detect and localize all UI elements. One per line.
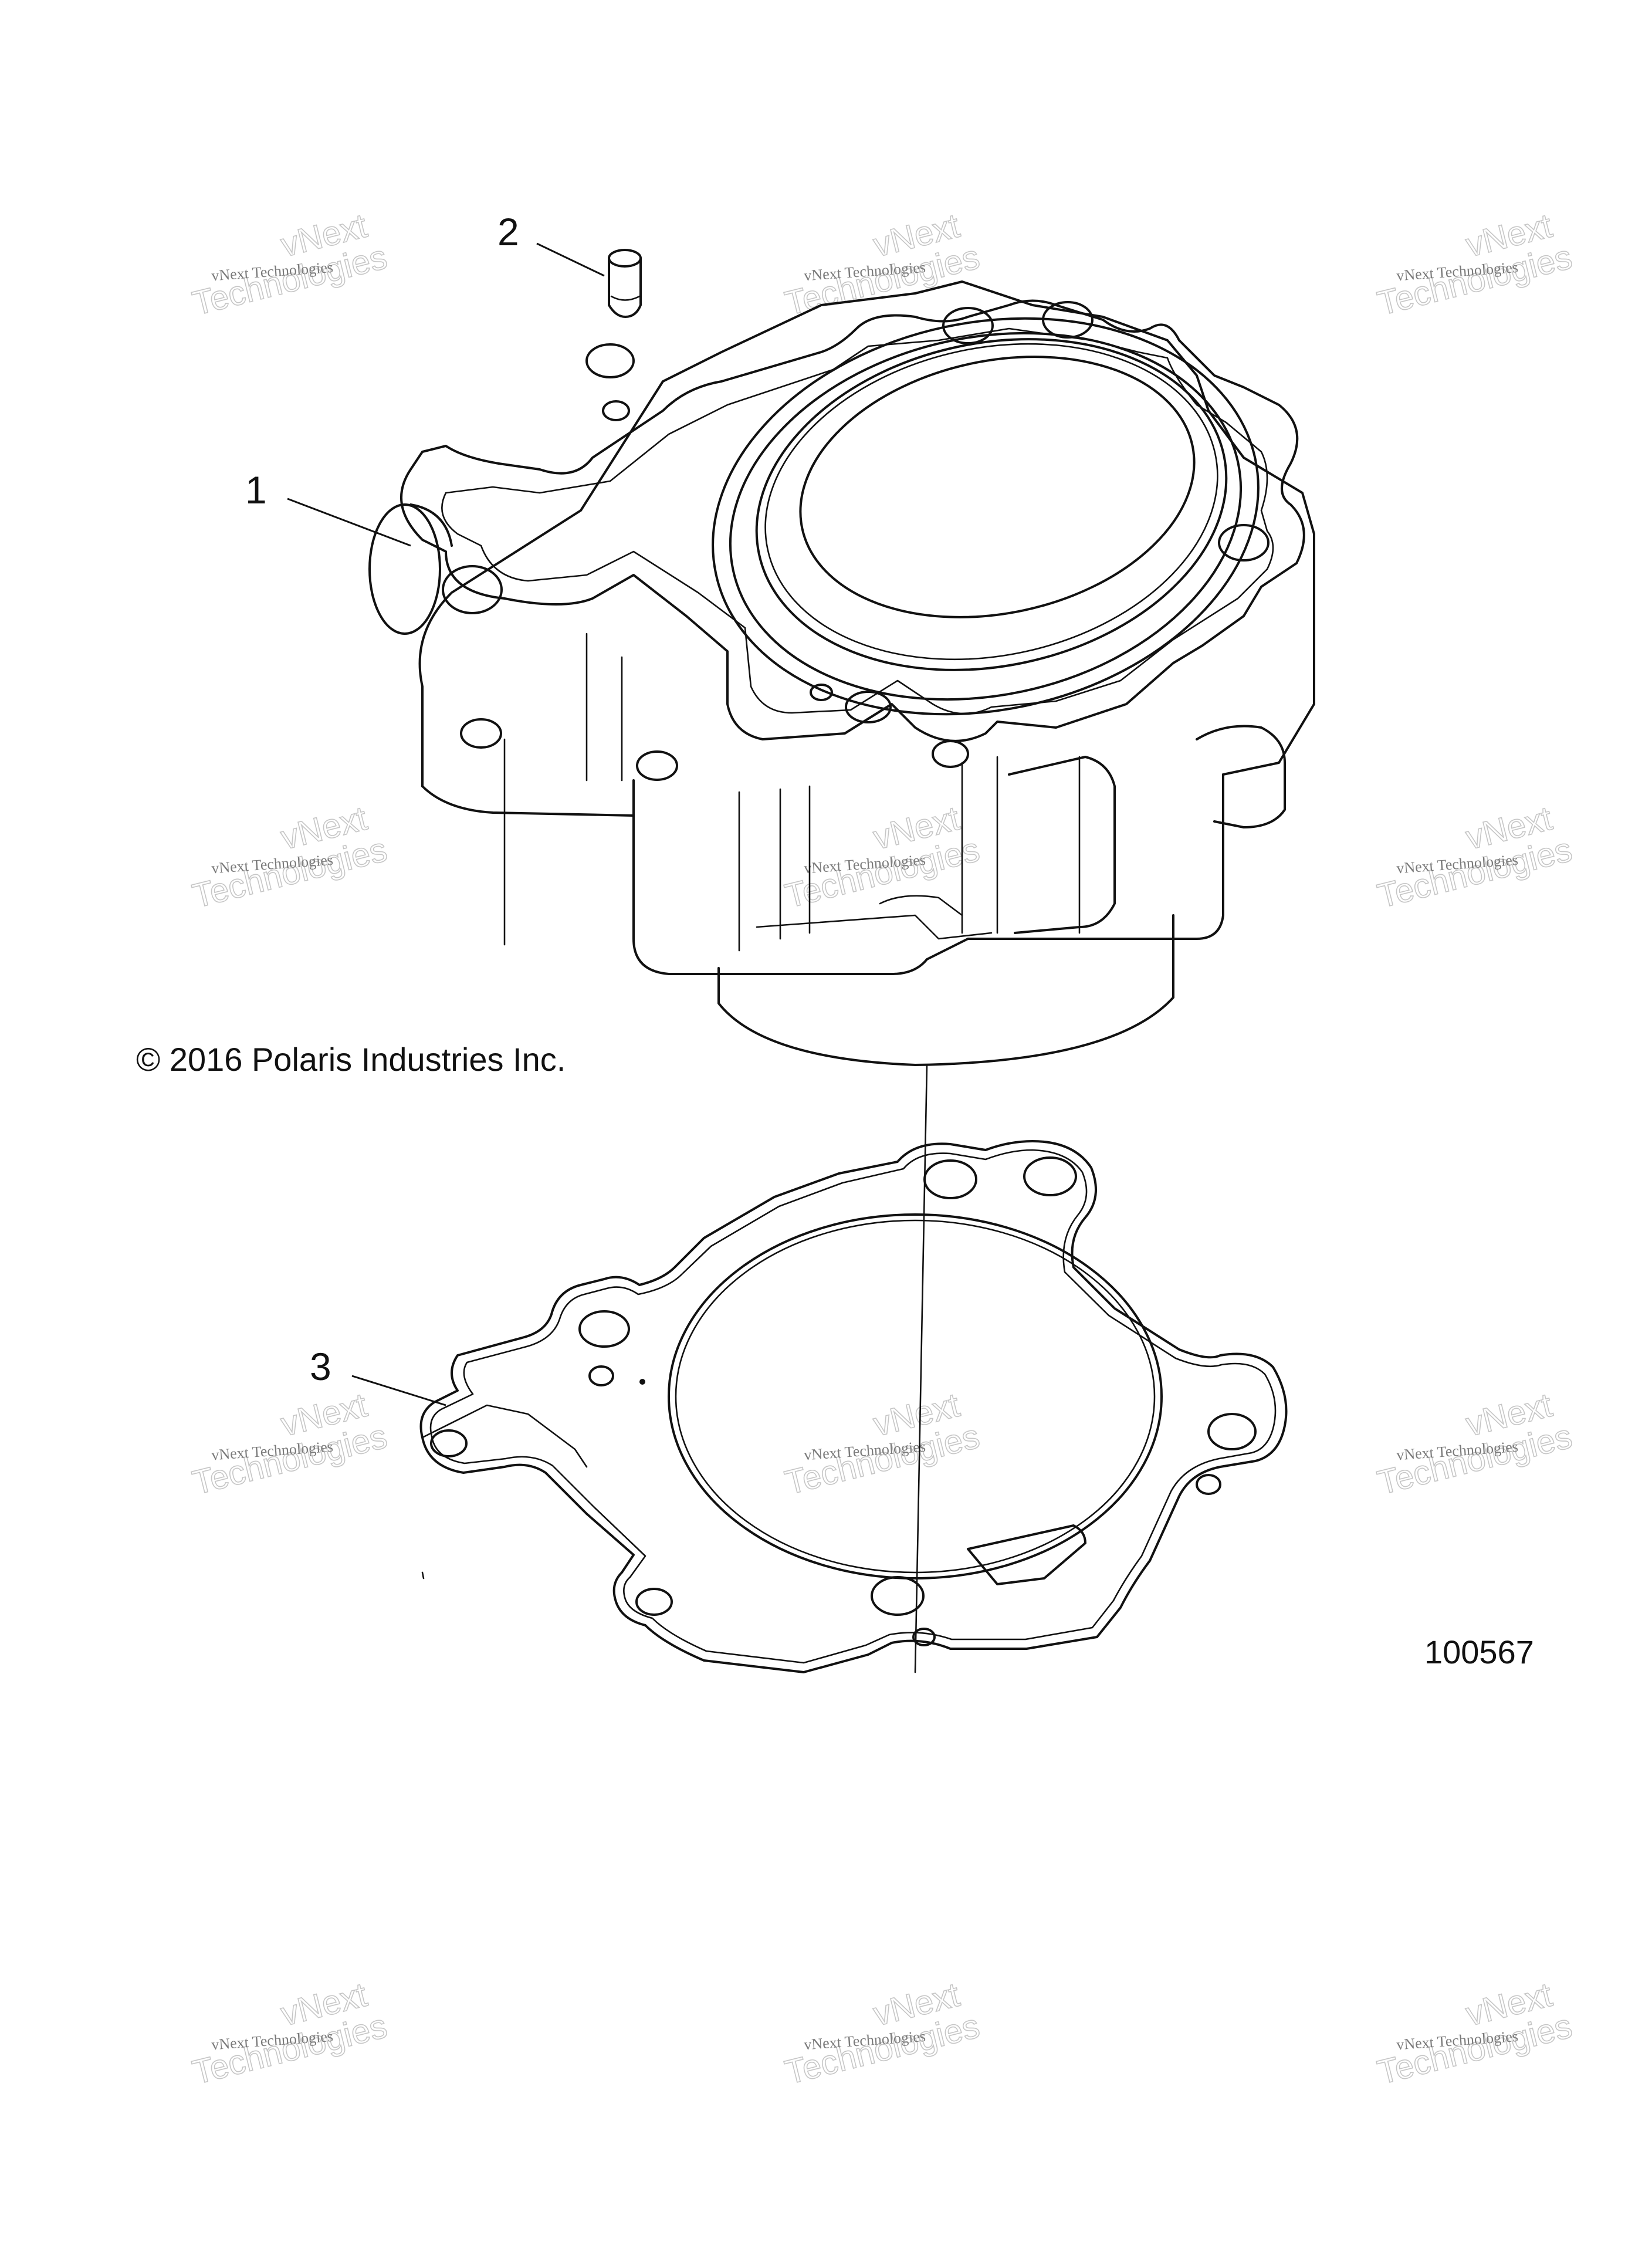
- leader-line-1: [287, 498, 411, 547]
- callout-2: 2: [497, 210, 519, 253]
- callout-3: 3: [310, 1345, 331, 1388]
- copyright-notice: © 2016 Polaris Industries Inc.: [136, 1041, 566, 1078]
- alignment-line-dash: [421, 1571, 425, 1579]
- cylinder-part-1: [368, 280, 1315, 1066]
- dowel-pin-part-2: [608, 249, 642, 318]
- leader-line-3: [351, 1375, 446, 1406]
- leader-line-2: [536, 242, 605, 277]
- drawing-number: 100567: [1424, 1633, 1534, 1670]
- alignment-line: [914, 1064, 928, 1673]
- callout-1: 1: [245, 468, 267, 512]
- base-gasket-part-3: [419, 1140, 1288, 1673]
